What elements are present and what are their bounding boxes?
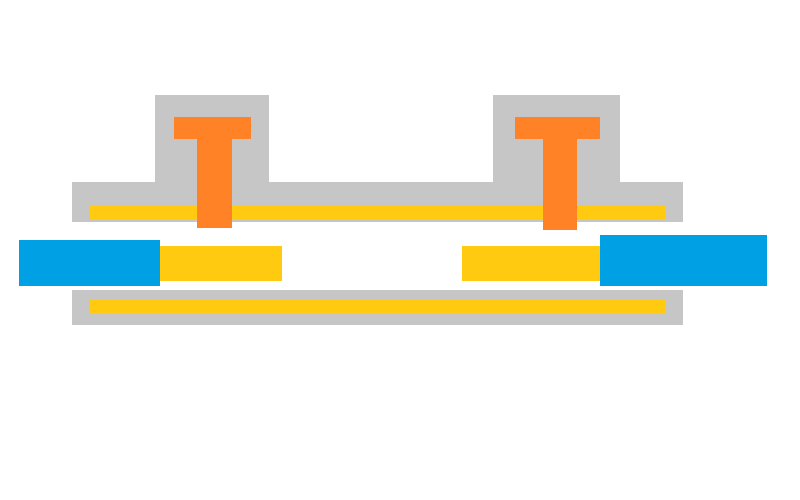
right-screw-head (515, 117, 600, 139)
upper-housing (72, 95, 683, 222)
lower-strip (90, 300, 665, 313)
left-screw-shank (197, 137, 232, 228)
left-screw (174, 117, 251, 228)
left-screw-head (174, 117, 251, 139)
right-block (600, 235, 767, 286)
right-screw-shank (543, 137, 577, 230)
left-contact-pad (160, 246, 282, 281)
left-block (19, 240, 160, 286)
right-contact-pad (462, 246, 602, 281)
upper-strip (90, 206, 665, 220)
right-screw (515, 117, 600, 230)
